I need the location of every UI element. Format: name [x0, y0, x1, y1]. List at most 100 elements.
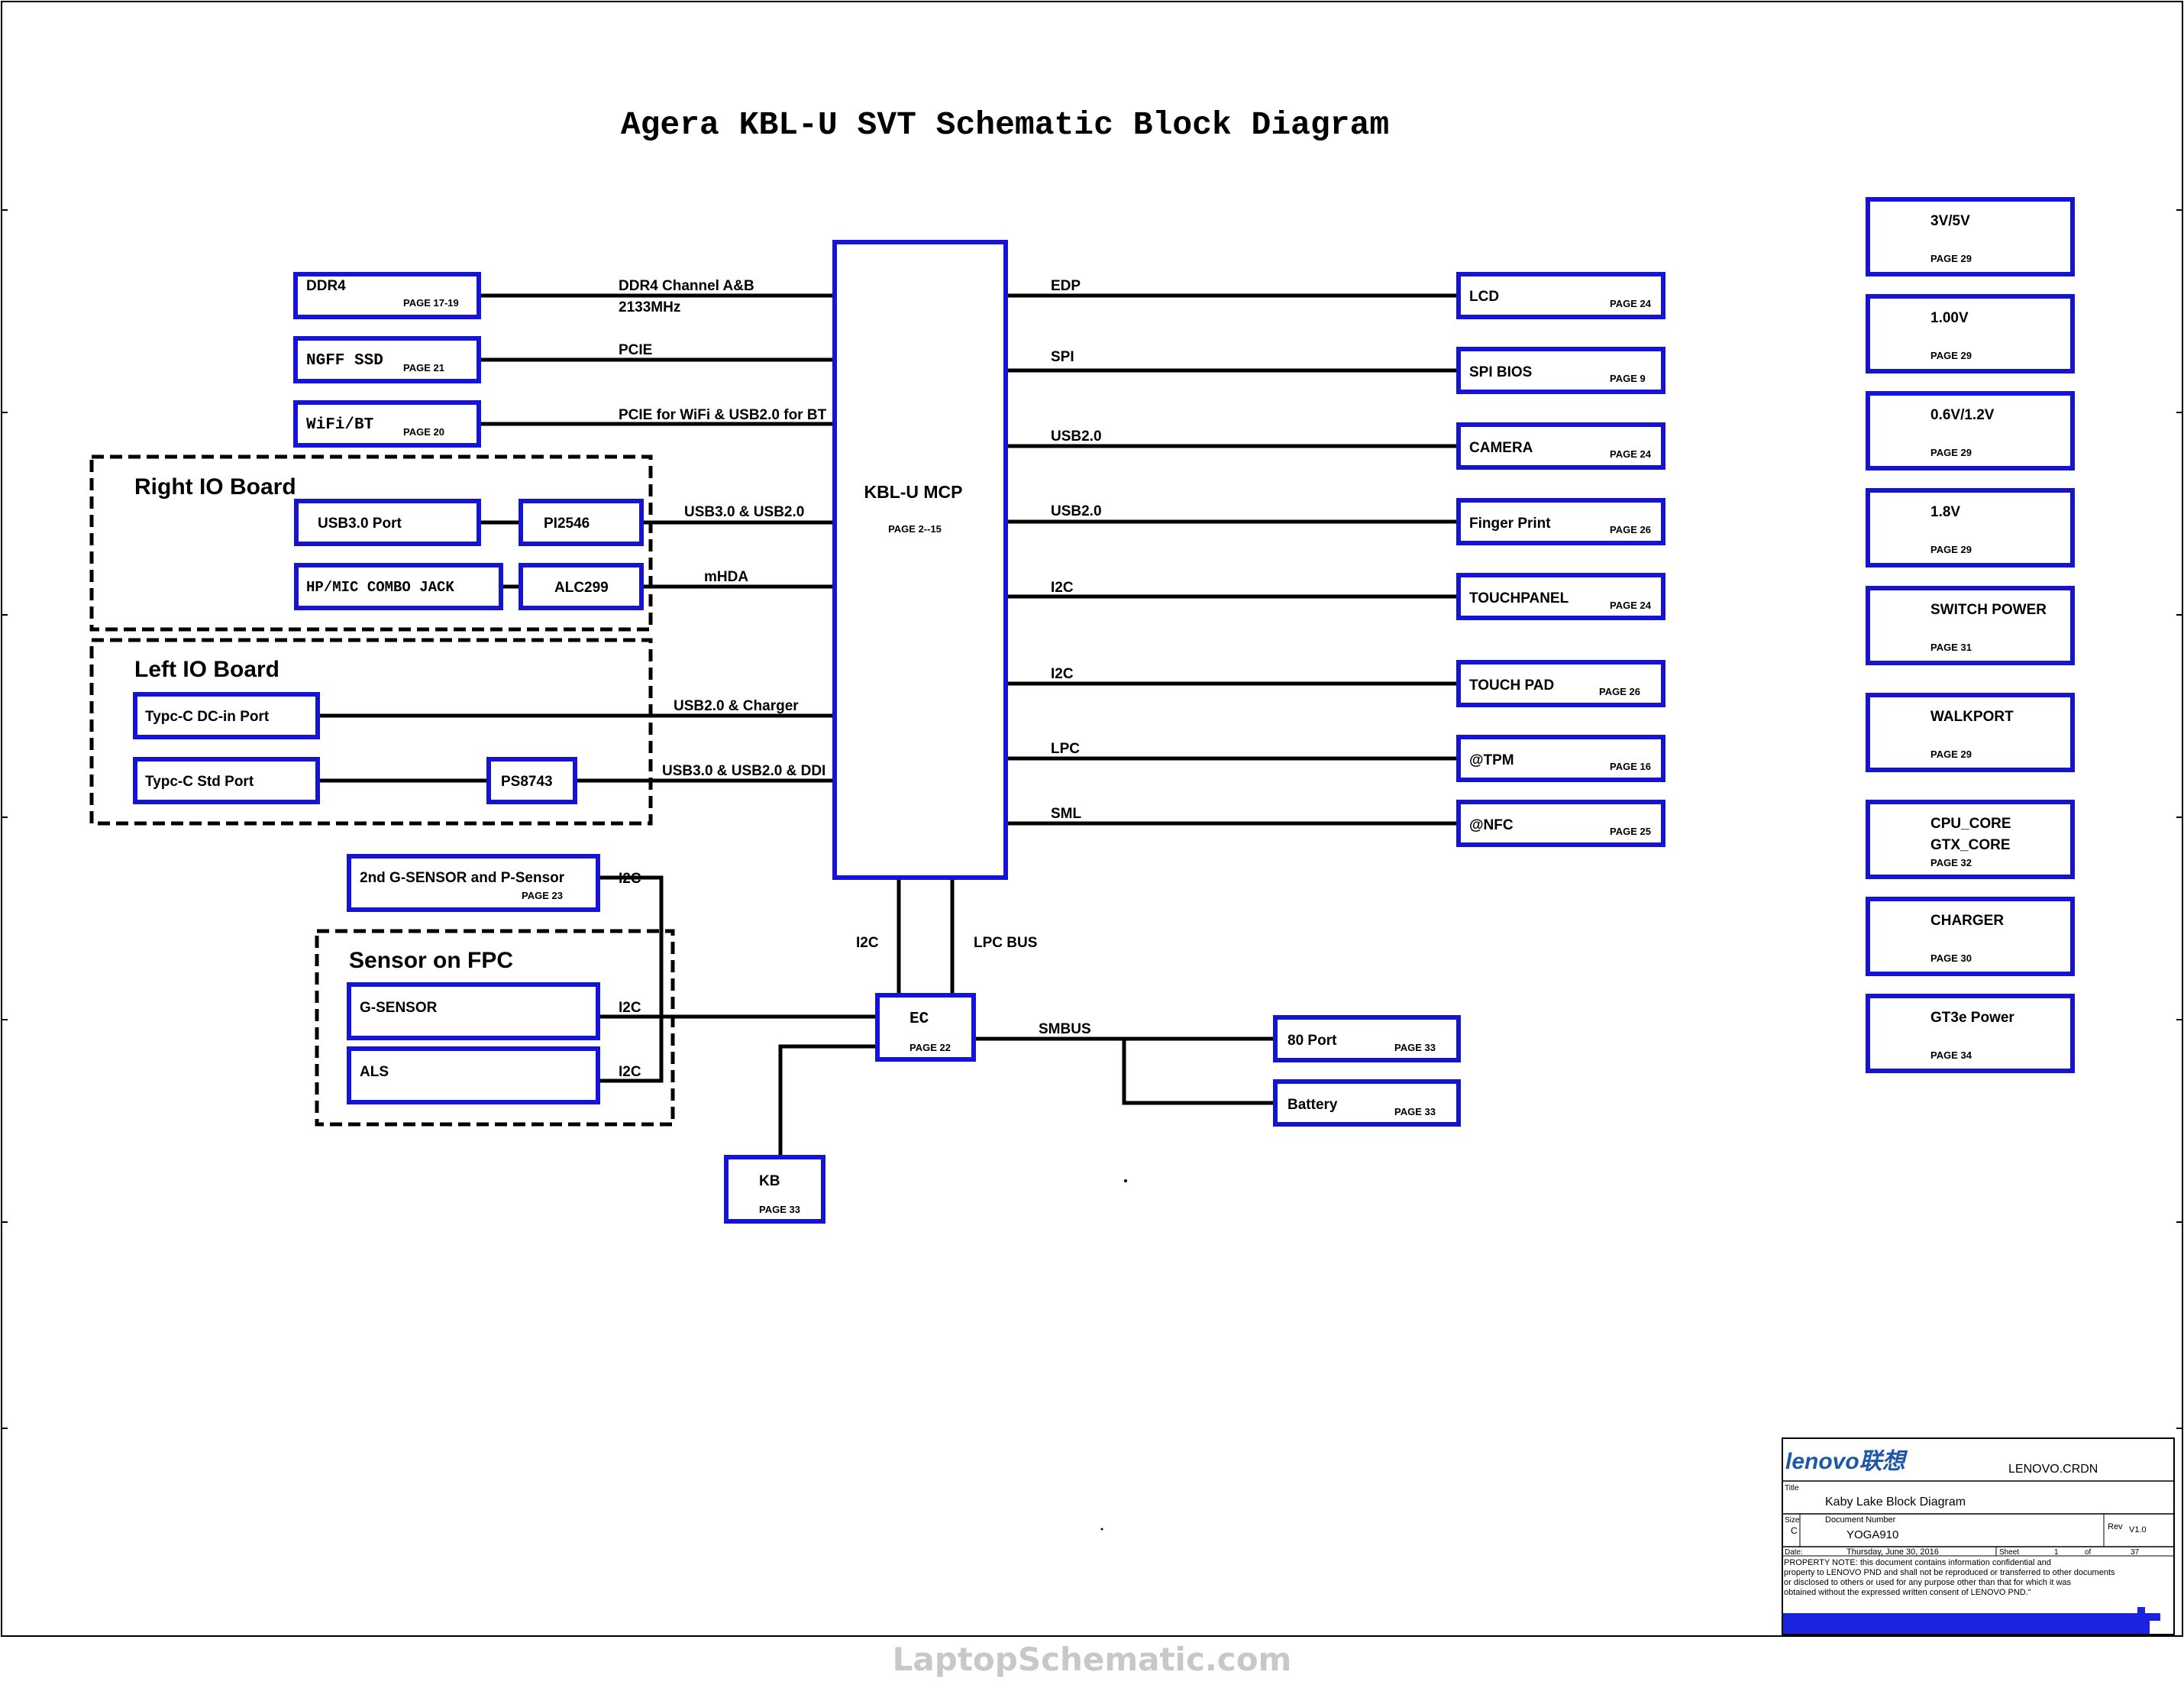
power-label: GT3e Power [1930, 1010, 2014, 1026]
block-kb[interactable]: KB PAGE 33 [724, 1155, 825, 1224]
block-tpm[interactable]: @TPM PAGE 16 [1456, 735, 1665, 782]
wire-ec-battery [1122, 1039, 1275, 1105]
block-spi-bios[interactable]: SPI BIOS PAGE 9 [1456, 347, 1665, 394]
signal-usb30-20-ddi: USB3.0 & USB2.0 & DDI [662, 763, 825, 779]
block-touch-pad[interactable]: TOUCH PAD PAGE 26 [1456, 660, 1665, 707]
page-ref: PAGE 33 [1394, 1106, 1436, 1117]
block-2nd-gsensor[interactable]: 2nd G-SENSOR and P-Sensor PAGE 23 [347, 854, 600, 912]
block-alc299[interactable]: ALC299 [519, 563, 644, 610]
block-ec[interactable]: EC PAGE 22 [875, 993, 976, 1062]
signal-i2c-a: I2C [1051, 580, 1074, 596]
tb-company: LENOVO.CRDN [2008, 1463, 2098, 1476]
block-label: KB [759, 1173, 780, 1189]
page-ref: PAGE 16 [1610, 761, 1651, 772]
tb-note-4: obtained without the expressed written c… [1784, 1588, 2031, 1597]
block-ddr4[interactable]: DDR4 PAGE 17-19 [293, 272, 481, 319]
power-label: SWITCH POWER [1930, 602, 2047, 618]
tb-date: Thursday, June 30, 2016 [1846, 1547, 1939, 1557]
block-label: USB3.0 Port [318, 516, 402, 532]
block-usb30-port[interactable]: USB3.0 Port [294, 499, 481, 546]
tb-date-label: Date: [1785, 1548, 1803, 1557]
block-pi2546[interactable]: PI2546 [519, 499, 644, 546]
block-typec-std-port[interactable]: Typc-C Std Port [133, 757, 320, 804]
block-label: TOUCH PAD [1469, 677, 1554, 694]
power-label: CPU_CORE [1930, 816, 2011, 832]
block-ngff-ssd[interactable]: NGFF SSD PAGE 21 [293, 336, 481, 383]
lenovo-logo: lenovo联想 [1785, 1449, 1908, 1474]
tb-docnum: YOGA910 [1846, 1528, 1898, 1541]
block-lcd[interactable]: LCD PAGE 24 [1456, 272, 1665, 319]
tb-note-2: property to LENOVO PND and shall not be … [1784, 1568, 2115, 1577]
tb-note-1: PROPERTY NOTE: this document contains in… [1784, 1558, 2051, 1567]
page-ref: PAGE 29 [1930, 447, 1972, 458]
power-label: WALKPORT [1930, 709, 2014, 725]
page-ref: PAGE 29 [1930, 749, 1972, 760]
tb-size-label: Size [1785, 1516, 1800, 1525]
power-label: CHARGER [1930, 913, 2004, 929]
tb-note-3: or disclosed to others or used for any p… [1784, 1578, 2072, 1587]
block-label: @NFC [1469, 817, 1514, 833]
power-block[interactable]: CHARGER PAGE 30 [1866, 897, 2075, 976]
tb-total: 37 [2131, 1548, 2140, 1557]
block-wifi-bt[interactable]: WiFi/BT PAGE 20 [293, 400, 481, 448]
page-ref: PAGE 26 [1610, 524, 1651, 535]
wire-als [598, 1017, 664, 1083]
page-ref: PAGE 33 [1394, 1042, 1436, 1053]
page-ref: PAGE 20 [403, 426, 444, 438]
block-touchpanel[interactable]: TOUCHPANEL PAGE 24 [1456, 573, 1665, 620]
right-io-board-label: Right IO Board [134, 474, 296, 500]
signal-smbus: SMBUS [1039, 1021, 1091, 1037]
signal-lpc-bus: LPC BUS [974, 935, 1037, 951]
signal-usb30-20: USB3.0 & USB2.0 [684, 504, 804, 520]
block-label: NGFF SSD [306, 352, 383, 370]
wire-gsensor2 [598, 875, 664, 1017]
signal-i2c-s1: I2C [619, 871, 641, 887]
power-block[interactable]: WALKPORT PAGE 29 [1866, 693, 2075, 772]
page-ref: PAGE 2--15 [888, 523, 942, 535]
signal-ddr4-2: 2133MHz [619, 299, 680, 315]
tb-rev-label: Rev [2108, 1522, 2123, 1531]
signal-i2c-mcp-ec: I2C [856, 935, 879, 951]
page-ref: PAGE 24 [1610, 600, 1652, 611]
block-gsensor[interactable]: G-SENSOR [347, 982, 600, 1040]
block-label: 2nd G-SENSOR and P-Sensor [360, 870, 565, 886]
signal-usb20-b: USB2.0 [1051, 503, 1102, 519]
block-typec-dc-in-port[interactable]: Typc-C DC-in Port [133, 692, 320, 739]
block-label: ALC299 [554, 580, 609, 596]
block-label: HP/MIC COMBO JACK [306, 579, 454, 596]
block-battery[interactable]: Battery PAGE 33 [1273, 1079, 1461, 1127]
sensor-fpc-border [315, 929, 675, 1127]
block-camera[interactable]: CAMERA PAGE 24 [1456, 422, 1665, 470]
tb-title-label: Title [1785, 1484, 1799, 1492]
signal-edp: EDP [1051, 278, 1081, 294]
tb-of-label: of [2085, 1548, 2092, 1557]
page-ref: PAGE 31 [1930, 642, 1972, 653]
block-hp-mic-combo-jack[interactable]: HP/MIC COMBO JACK [294, 563, 503, 610]
page-ref: PAGE 22 [909, 1042, 951, 1053]
block-finger-print[interactable]: Finger Print PAGE 26 [1456, 498, 1665, 545]
tb-rev: V1.0 [2129, 1525, 2147, 1534]
page-ref: PAGE 25 [1610, 826, 1651, 837]
signal-i2c-b: I2C [1051, 666, 1074, 682]
block-kbl-u-mcp[interactable]: KBL-U MCP PAGE 2--15 [832, 240, 1008, 880]
tb-title: Kaby Lake Block Diagram [1825, 1496, 1966, 1509]
signal-pcie: PCIE [619, 342, 652, 358]
block-als[interactable]: ALS [347, 1046, 600, 1104]
page-ref: PAGE 30 [1930, 952, 1972, 964]
frame-ticks [2, 209, 2182, 1429]
signal-sml: SML [1051, 806, 1082, 822]
block-ps8743[interactable]: PS8743 [486, 757, 577, 804]
power-block[interactable]: SWITCH POWER PAGE 31 [1866, 586, 2075, 665]
block-80-port[interactable]: 80 Port PAGE 33 [1273, 1015, 1461, 1062]
signal-i2c-s2: I2C [619, 1000, 641, 1016]
block-nfc[interactable]: @NFC PAGE 25 [1456, 800, 1665, 847]
tb-size: C [1791, 1525, 1798, 1536]
